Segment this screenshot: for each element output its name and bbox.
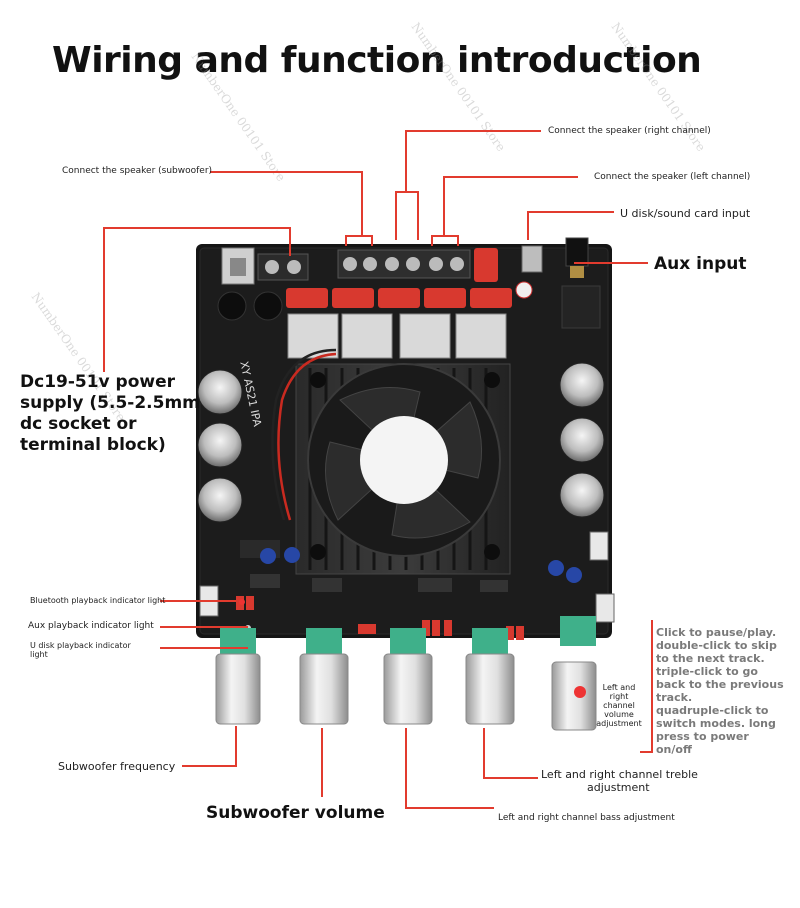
note-line: switch modes. long: [656, 717, 776, 730]
label-line: volume: [604, 710, 634, 719]
label-speaker-right-channel: Connect the speaker (right channel): [548, 126, 711, 136]
note-line: on/off: [656, 743, 692, 756]
label-aux-light: Aux playback indicator light: [28, 621, 154, 631]
label-line: light: [30, 650, 48, 659]
label-aux-input: Aux input: [654, 254, 747, 274]
label-speaker-left-channel: Connect the speaker (left channel): [594, 172, 751, 182]
label-bass-adjustment: Left and right channel bass adjustment: [498, 813, 675, 823]
label-bluetooth-light: Bluetooth playback indicator light: [30, 596, 166, 605]
label-line: channel: [603, 701, 635, 710]
label-line: right: [609, 692, 629, 701]
label-speaker-subwoofer: Connect the speaker (subwoofer): [62, 166, 213, 176]
label-udisk-light: U disk playback indicator light: [30, 641, 131, 659]
note-line: press to power: [656, 730, 749, 743]
label-lr-volume: Left and right channel volume adjustment: [594, 683, 644, 728]
note-line: to the next track.: [656, 652, 765, 665]
note-line: back to the previous: [656, 678, 784, 691]
label-udisk-input: U disk/sound card input: [620, 207, 751, 220]
label-line: adjustment: [587, 781, 650, 794]
knob-function-note: Click to pause/play. double-click to ski…: [656, 626, 796, 756]
label-subwoofer-frequency: Subwoofer frequency: [58, 760, 176, 773]
note-line: triple-click to go: [656, 665, 758, 678]
note-line: track.: [656, 691, 693, 704]
note-line: Click to pause/play.: [656, 626, 777, 639]
note-line: quadruple-click to: [656, 704, 769, 717]
label-power-supply: Dc19-51v power supply (5.5-2.5mm dc sock…: [20, 372, 200, 456]
label-line: adjustment: [596, 719, 642, 728]
label-line: Left and right channel treble: [541, 768, 698, 781]
label-line: Left and: [602, 683, 636, 692]
label-line: supply (5.5-2.5mm: [20, 393, 200, 413]
note-line: double-click to skip: [656, 639, 777, 652]
label-line: U disk playback indicator: [30, 641, 131, 650]
label-line: terminal block): [20, 435, 166, 455]
page-title: Wiring and function introduction: [52, 40, 702, 81]
label-line: dc socket or: [20, 414, 137, 434]
label-treble-adjustment: Left and right channel treble adjustment: [541, 768, 698, 794]
label-line: Dc19-51v power: [20, 372, 176, 392]
label-subwoofer-volume: Subwoofer volume: [206, 803, 385, 823]
